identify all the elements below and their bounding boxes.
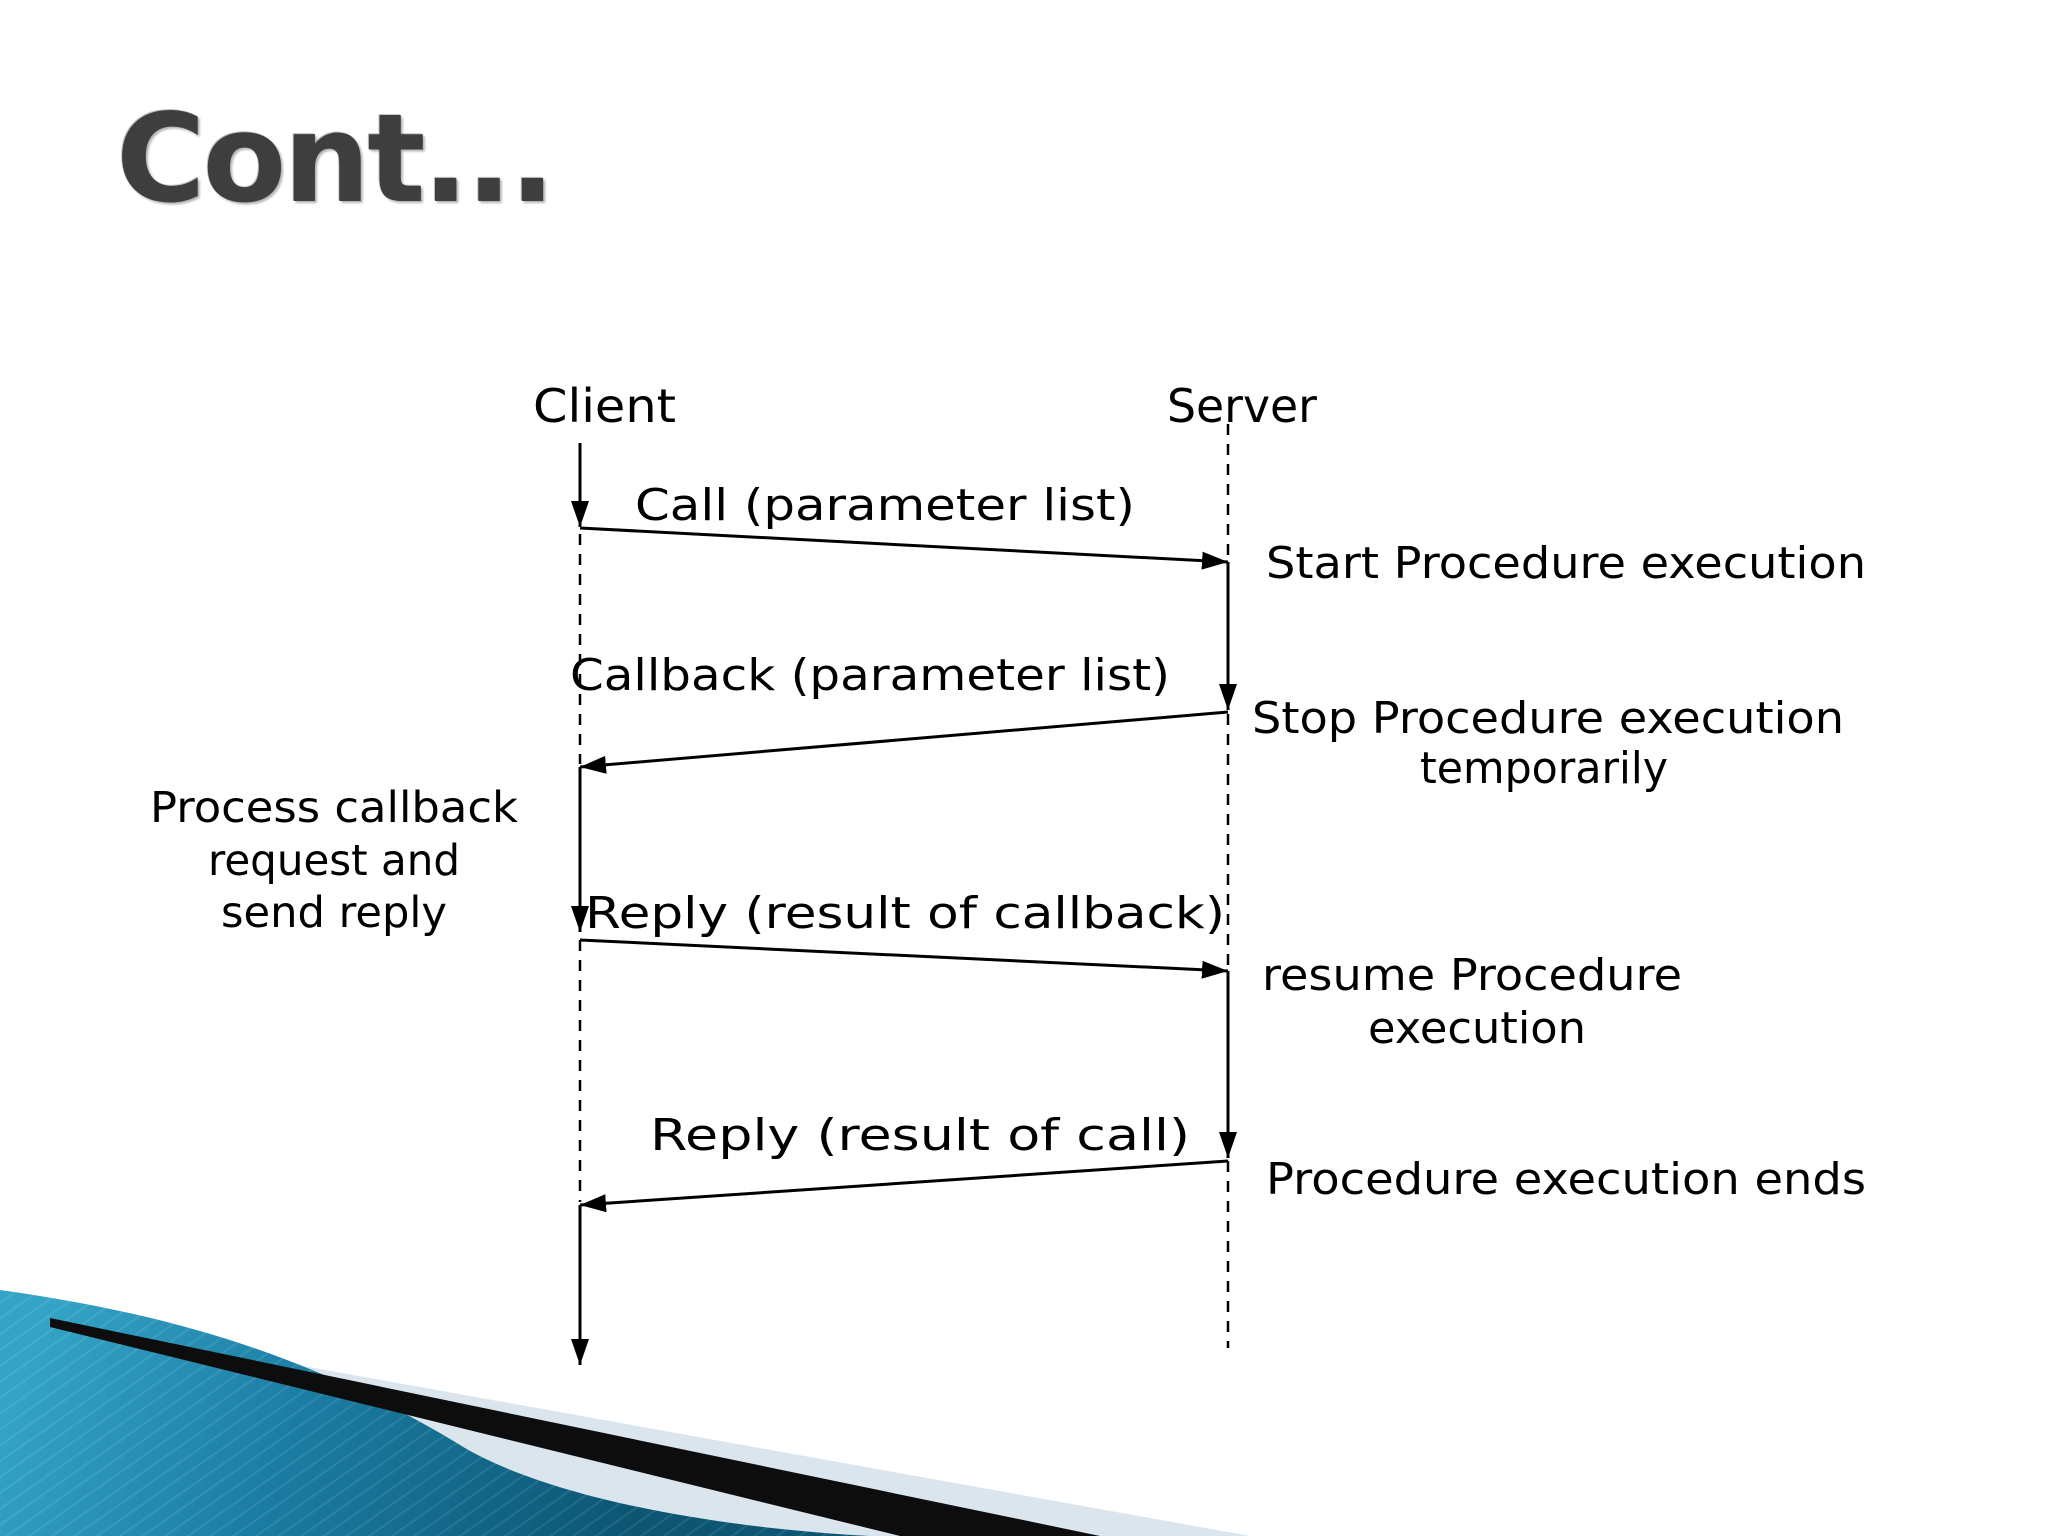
slide-title: Cont... (116, 88, 556, 230)
server-actor-label: Server (1167, 379, 1317, 433)
reply-callback-arrow (579, 938, 1229, 979)
corner-swoosh-teal-texture (0, 1290, 870, 1536)
corner-decoration (0, 1290, 1250, 1536)
execution-ends-note: Procedure execution ends (1266, 1154, 1866, 1205)
call-message-label: Call (parameter list) (635, 480, 1135, 531)
resume-execution-note-line2: execution (1368, 1003, 1586, 1054)
callback-message-label: Callback (parameter list) (570, 650, 1170, 701)
process-callback-note-line1: Process callback (150, 783, 518, 833)
client-actor-label: Client (533, 379, 676, 433)
resume-execution-note-line1: resume Procedure (1262, 950, 1682, 1001)
reply-call-arrow (579, 1159, 1229, 1213)
call-arrow (579, 526, 1229, 570)
corner-swoosh-black (50, 1318, 1100, 1536)
message-arrows (579, 526, 1229, 1213)
stop-execution-note-line1: Stop Procedure execution (1252, 693, 1844, 744)
reply-callback-message-label: Reply (result of callback) (585, 888, 1225, 939)
start-execution-note: Start Procedure execution (1266, 538, 1866, 589)
stop-execution-note-line2: temporarily (1420, 743, 1668, 794)
process-callback-note-line2: request and (208, 836, 460, 886)
process-callback-note-line3: send reply (221, 888, 447, 938)
callback-arrow (579, 710, 1229, 774)
reply-call-message-label: Reply (result of call) (650, 1110, 1190, 1161)
lifelines (571, 424, 1237, 1365)
